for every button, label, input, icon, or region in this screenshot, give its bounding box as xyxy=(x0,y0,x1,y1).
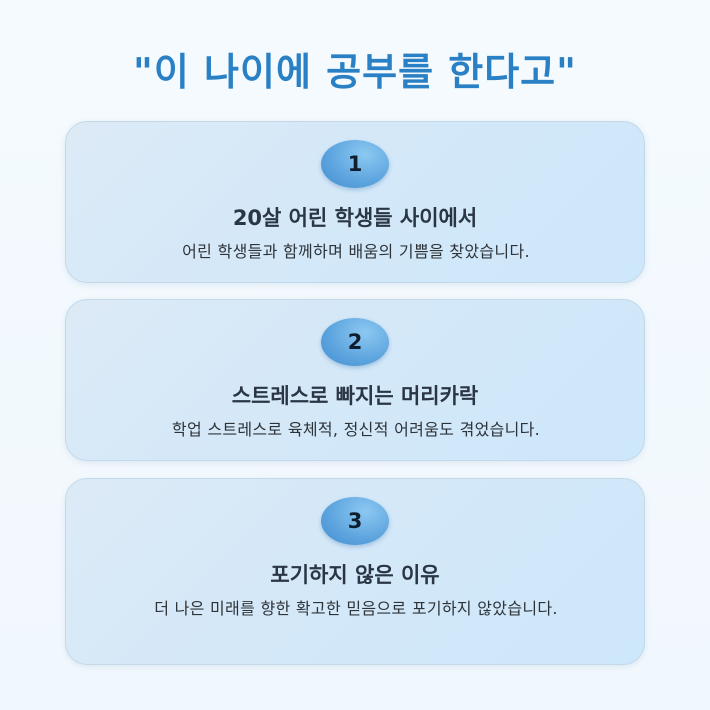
card-title: 스트레스로 빠지는 머리카락 xyxy=(231,384,479,408)
badge-number: 1 xyxy=(347,152,363,176)
badge-number: 3 xyxy=(347,509,363,533)
card-3: 3 포기하지 않은 이유 더 나은 미래를 향한 확고한 믿음으로 포기하지 않… xyxy=(65,478,645,665)
card-title: 포기하지 않은 이유 xyxy=(270,563,440,587)
card-description: 어린 학생들과 함께하며 배움의 기쁨을 찾았습니다. xyxy=(182,242,530,261)
number-badge-3: 3 xyxy=(321,497,389,545)
page-title: "이 나이에 공부를 한다고" xyxy=(133,50,577,94)
card-description: 학업 스트레스로 육체적, 정신적 어려움도 겪었습니다. xyxy=(171,420,541,439)
card-description: 더 나은 미래를 향한 확고한 믿음으로 포기하지 않았습니다. xyxy=(154,599,558,618)
number-badge-1: 1 xyxy=(321,140,389,188)
badge-number: 2 xyxy=(347,330,363,354)
card-1: 1 20살 어린 학생들 사이에서 어린 학생들과 함께하며 배움의 기쁨을 찾… xyxy=(65,121,645,283)
card-title: 20살 어린 학생들 사이에서 xyxy=(232,206,478,230)
card-2: 2 스트레스로 빠지는 머리카락 학업 스트레스로 육체적, 정신적 어려움도 … xyxy=(65,299,645,461)
number-badge-2: 2 xyxy=(321,318,389,366)
